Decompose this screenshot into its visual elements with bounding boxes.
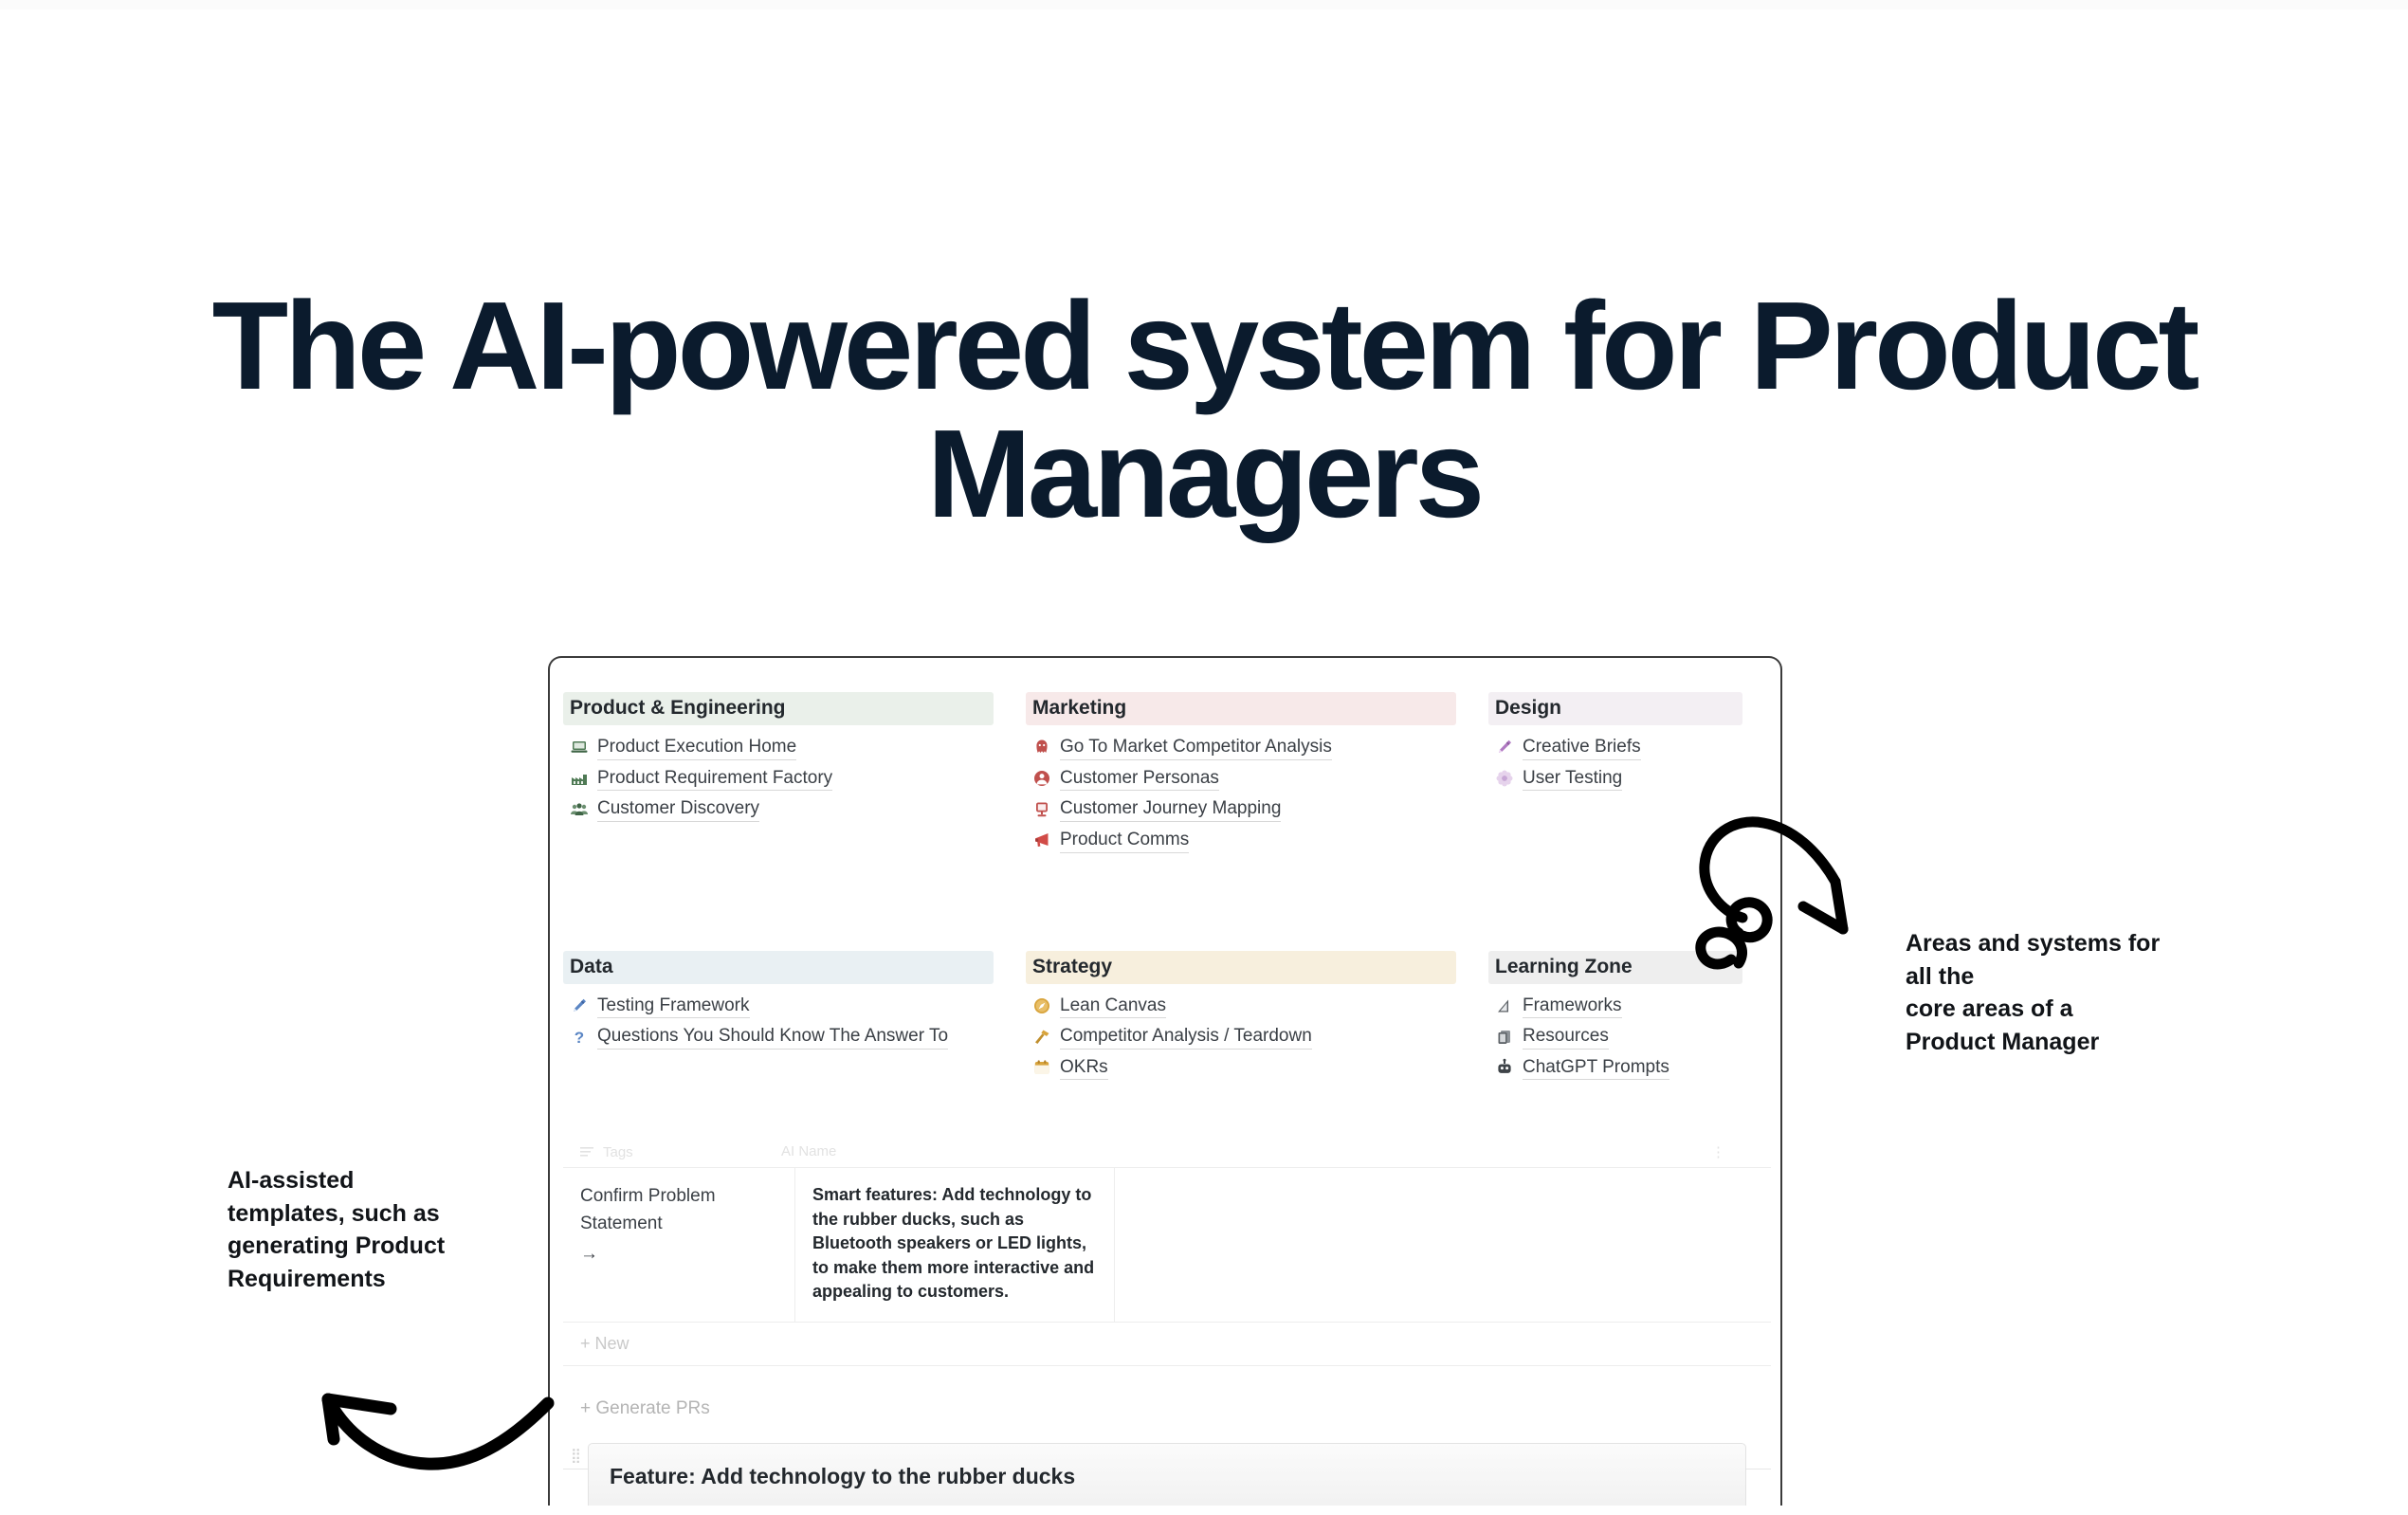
link-label: User Testing	[1523, 766, 1623, 792]
page-title: The AI-powered system for Product Manage…	[211, 276, 2200, 544]
megaphone-icon	[1032, 831, 1051, 849]
link-creative-briefs[interactable]: Creative Briefs	[1488, 732, 1742, 763]
laptop-icon	[570, 738, 589, 757]
pencil-icon	[1495, 738, 1514, 757]
section-data: Data Testing Framework ? Questions You S…	[563, 950, 1026, 1084]
sections-row-top: Product & Engineering Product Execution …	[563, 692, 1771, 856]
link-label: Competitor Analysis / Teardown	[1060, 1024, 1312, 1050]
link-customer-personas[interactable]: Customer Personas	[1026, 763, 1456, 794]
annotation-left-line-3: generating Product	[228, 1232, 446, 1259]
link-lean-canvas[interactable]: Lean Canvas	[1026, 991, 1456, 1022]
link-resources[interactable]: Resources	[1488, 1021, 1742, 1052]
link-competitor-analysis-teardown[interactable]: Competitor Analysis / Teardown	[1026, 1021, 1456, 1052]
column-header-tags[interactable]: Tags	[580, 1143, 781, 1160]
section-marketing: Marketing Go To Market Competitor Analys…	[1026, 692, 1488, 856]
table-header-row: Tags AI Name ⋮	[563, 1143, 1771, 1168]
link-label: Product Execution Home	[597, 735, 797, 760]
feature-card-title: Feature: Add technology to the rubber du…	[610, 1464, 1076, 1488]
section-title-marketing: Marketing	[1026, 692, 1456, 725]
generate-prs-button[interactable]: + Generate PRs	[580, 1397, 710, 1418]
books-icon	[1495, 1028, 1514, 1047]
sections-row-bottom: Data Testing Framework ? Questions You S…	[563, 950, 1771, 1084]
factory-icon	[570, 769, 589, 788]
flower-icon	[1495, 769, 1514, 788]
new-row-button[interactable]: + New	[563, 1323, 1771, 1366]
link-label: Creative Briefs	[1523, 735, 1641, 760]
section-design: Design Creative Briefs User Testing	[1488, 692, 1742, 856]
annotation-left-line-1: AI-assisted	[228, 1167, 355, 1194]
link-label: Customer Personas	[1060, 766, 1219, 792]
link-chatgpt-prompts[interactable]: ChatGPT Prompts	[1488, 1052, 1742, 1084]
annotation-right-line-4: Product Manager	[1906, 1028, 2100, 1055]
annotation-right-line-1: Areas and systems for	[1906, 930, 2161, 957]
section-strategy: Strategy Lean Canvas Competitor Analysis…	[1026, 950, 1488, 1084]
section-title-data: Data	[563, 950, 994, 984]
column-header-ai-name[interactable]: AI Name	[781, 1143, 837, 1159]
cell-empty	[1115, 1168, 1771, 1322]
link-testing-framework[interactable]: Testing Framework	[563, 991, 994, 1022]
cell-step-label: Confirm Problem Statement	[580, 1186, 716, 1233]
sections-grid: Product & Engineering Product Execution …	[563, 692, 1771, 1083]
link-label: Frameworks	[1523, 994, 1622, 1019]
prd-table: Tags AI Name ⋮ Confirm Problem Statement…	[563, 1143, 1771, 1469]
annotation-right-line-3: core areas of a	[1906, 995, 2073, 1022]
cell-content[interactable]: Smart features: Add technology to the ru…	[795, 1168, 1115, 1322]
link-go-to-market-competitor-analysis[interactable]: Go To Market Competitor Analysis	[1026, 732, 1456, 763]
section-learning-zone: Learning Zone Frameworks Resources	[1488, 950, 1742, 1084]
column-header-menu[interactable]: ⋮	[1711, 1144, 1725, 1160]
link-user-testing[interactable]: User Testing	[1488, 763, 1742, 794]
top-strip	[0, 0, 2408, 9]
link-label: Lean Canvas	[1060, 994, 1166, 1019]
link-frameworks[interactable]: Frameworks	[1488, 991, 1742, 1022]
link-customer-journey-mapping[interactable]: Customer Journey Mapping	[1026, 794, 1456, 825]
list-icon	[580, 1147, 593, 1157]
section-title-strategy: Strategy	[1026, 950, 1456, 984]
monitor-icon	[1032, 800, 1051, 819]
link-okrs[interactable]: OKRs	[1026, 1052, 1456, 1084]
link-label: Customer Journey Mapping	[1060, 796, 1282, 822]
link-label: Product Comms	[1060, 828, 1190, 853]
compass-icon	[1032, 996, 1051, 1015]
link-label: OKRs	[1060, 1055, 1108, 1081]
link-label: Go To Market Competitor Analysis	[1060, 735, 1332, 760]
link-product-execution-home[interactable]: Product Execution Home	[563, 732, 994, 763]
feature-card[interactable]: Feature: Add technology to the rubber du…	[588, 1443, 1746, 1506]
hand-drawn-arrow-left-icon	[321, 1393, 555, 1470]
arrow-right-icon: →	[580, 1244, 598, 1264]
cell-step[interactable]: Confirm Problem Statement →	[563, 1168, 795, 1322]
pen-icon	[570, 996, 589, 1015]
link-label: Testing Framework	[597, 994, 750, 1019]
link-product-comms[interactable]: Product Comms	[1026, 825, 1456, 856]
table-row[interactable]: Confirm Problem Statement → Smart featur…	[563, 1168, 1771, 1323]
annotation-left-line-2: templates, such as	[228, 1199, 440, 1227]
person-circle-icon	[1032, 769, 1051, 788]
triangle-ruler-icon	[1495, 996, 1514, 1015]
robot-icon	[1495, 1058, 1514, 1077]
section-product-engineering: Product & Engineering Product Execution …	[563, 692, 1026, 856]
annotation-left-line-4: Requirements	[228, 1265, 386, 1292]
column-header-label: Tags	[603, 1143, 633, 1160]
annotation-right: Areas and systems for all the core areas…	[1906, 927, 2285, 1058]
svg-text:?: ?	[575, 1029, 584, 1047]
section-title-design: Design	[1488, 692, 1742, 725]
drag-handle-icon[interactable]: ⣿	[571, 1448, 582, 1464]
alien-icon	[1032, 738, 1051, 757]
link-label: Resources	[1523, 1024, 1609, 1050]
link-label: Customer Discovery	[597, 796, 760, 822]
link-customer-discovery[interactable]: Customer Discovery	[563, 794, 994, 825]
annotation-left: AI-assisted templates, such as generatin…	[228, 1164, 540, 1295]
hammer-icon	[1032, 1028, 1051, 1047]
section-title-learning-zone: Learning Zone	[1488, 950, 1742, 984]
people-icon	[570, 800, 589, 819]
question-mark-icon: ?	[570, 1028, 589, 1047]
link-label: Questions You Should Know The Answer To	[597, 1024, 949, 1050]
app-window-panel: Product & Engineering Product Execution …	[548, 656, 1782, 1506]
annotation-right-line-2: all the	[1906, 962, 1975, 990]
section-title-product-engineering: Product & Engineering	[563, 692, 994, 725]
link-questions-you-should-know[interactable]: ? Questions You Should Know The Answer T…	[563, 1021, 994, 1052]
link-product-requirement-factory[interactable]: Product Requirement Factory	[563, 763, 994, 794]
link-label: ChatGPT Prompts	[1523, 1055, 1669, 1081]
link-label: Product Requirement Factory	[597, 766, 833, 792]
calendar-icon	[1032, 1058, 1051, 1077]
